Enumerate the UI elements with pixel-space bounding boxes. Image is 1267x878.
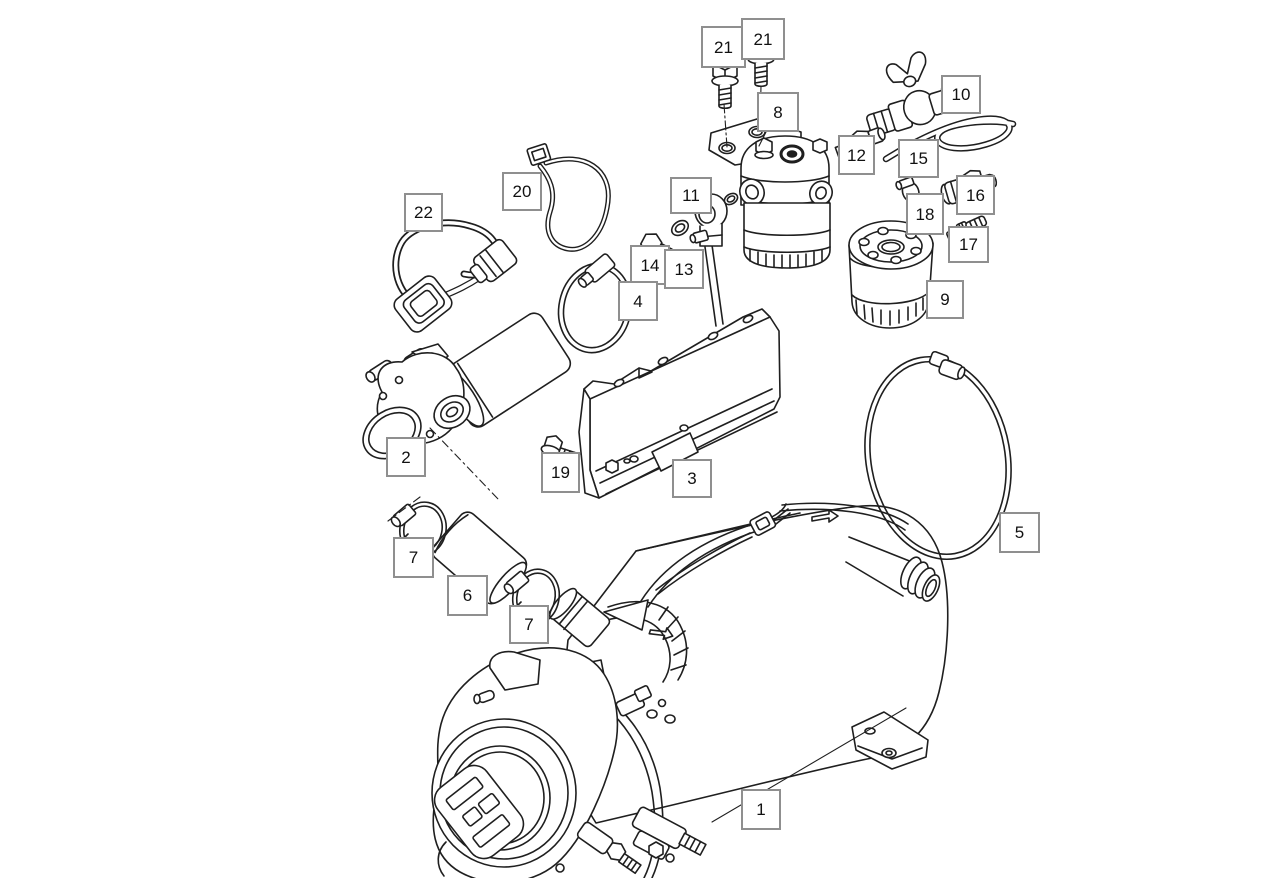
callout-3-18[interactable]: 3 <box>672 459 712 498</box>
part-mounting-bracket <box>578 308 781 499</box>
callout-12-4[interactable]: 12 <box>838 135 875 175</box>
callout-4-12[interactable]: 4 <box>618 281 658 321</box>
part-fuel-hose <box>882 115 1017 163</box>
callout-19-17[interactable]: 19 <box>541 452 580 493</box>
callout-18-7[interactable]: 18 <box>906 193 944 235</box>
callout-1-23[interactable]: 1 <box>741 789 781 830</box>
callout-11-9[interactable]: 11 <box>670 177 712 214</box>
callout-5-19[interactable]: 5 <box>999 512 1040 553</box>
callout-7-22[interactable]: 7 <box>509 605 549 644</box>
brand-logo <box>433 764 525 860</box>
callout-13-11[interactable]: 13 <box>664 249 704 289</box>
callout-21-1[interactable]: 21 <box>741 18 785 60</box>
part-cable-tie <box>526 143 611 252</box>
part-oil-filter <box>848 220 934 329</box>
callout-6-21[interactable]: 6 <box>447 575 488 616</box>
callout-8-2[interactable]: 8 <box>757 92 799 132</box>
callout-17-8[interactable]: 17 <box>948 226 989 263</box>
part-ball-valve <box>866 51 968 137</box>
part-hose-clamp-7b <box>503 568 561 626</box>
part-wiring-harness <box>392 219 518 333</box>
callout-22-15[interactable]: 22 <box>404 193 443 232</box>
callout-7-20[interactable]: 7 <box>393 537 434 578</box>
callout-15-5[interactable]: 15 <box>898 139 939 178</box>
callout-20-14[interactable]: 20 <box>502 172 542 211</box>
part-heater-unit <box>431 502 949 878</box>
callout-10-3[interactable]: 10 <box>941 75 981 114</box>
callout-21-0[interactable]: 21 <box>701 26 746 68</box>
callout-9-13[interactable]: 9 <box>926 280 964 319</box>
callout-16-6[interactable]: 16 <box>956 175 995 215</box>
part-washer <box>670 219 690 237</box>
part-mounting-clamp-ring <box>864 350 1012 561</box>
callout-2-16[interactable]: 2 <box>386 437 426 477</box>
